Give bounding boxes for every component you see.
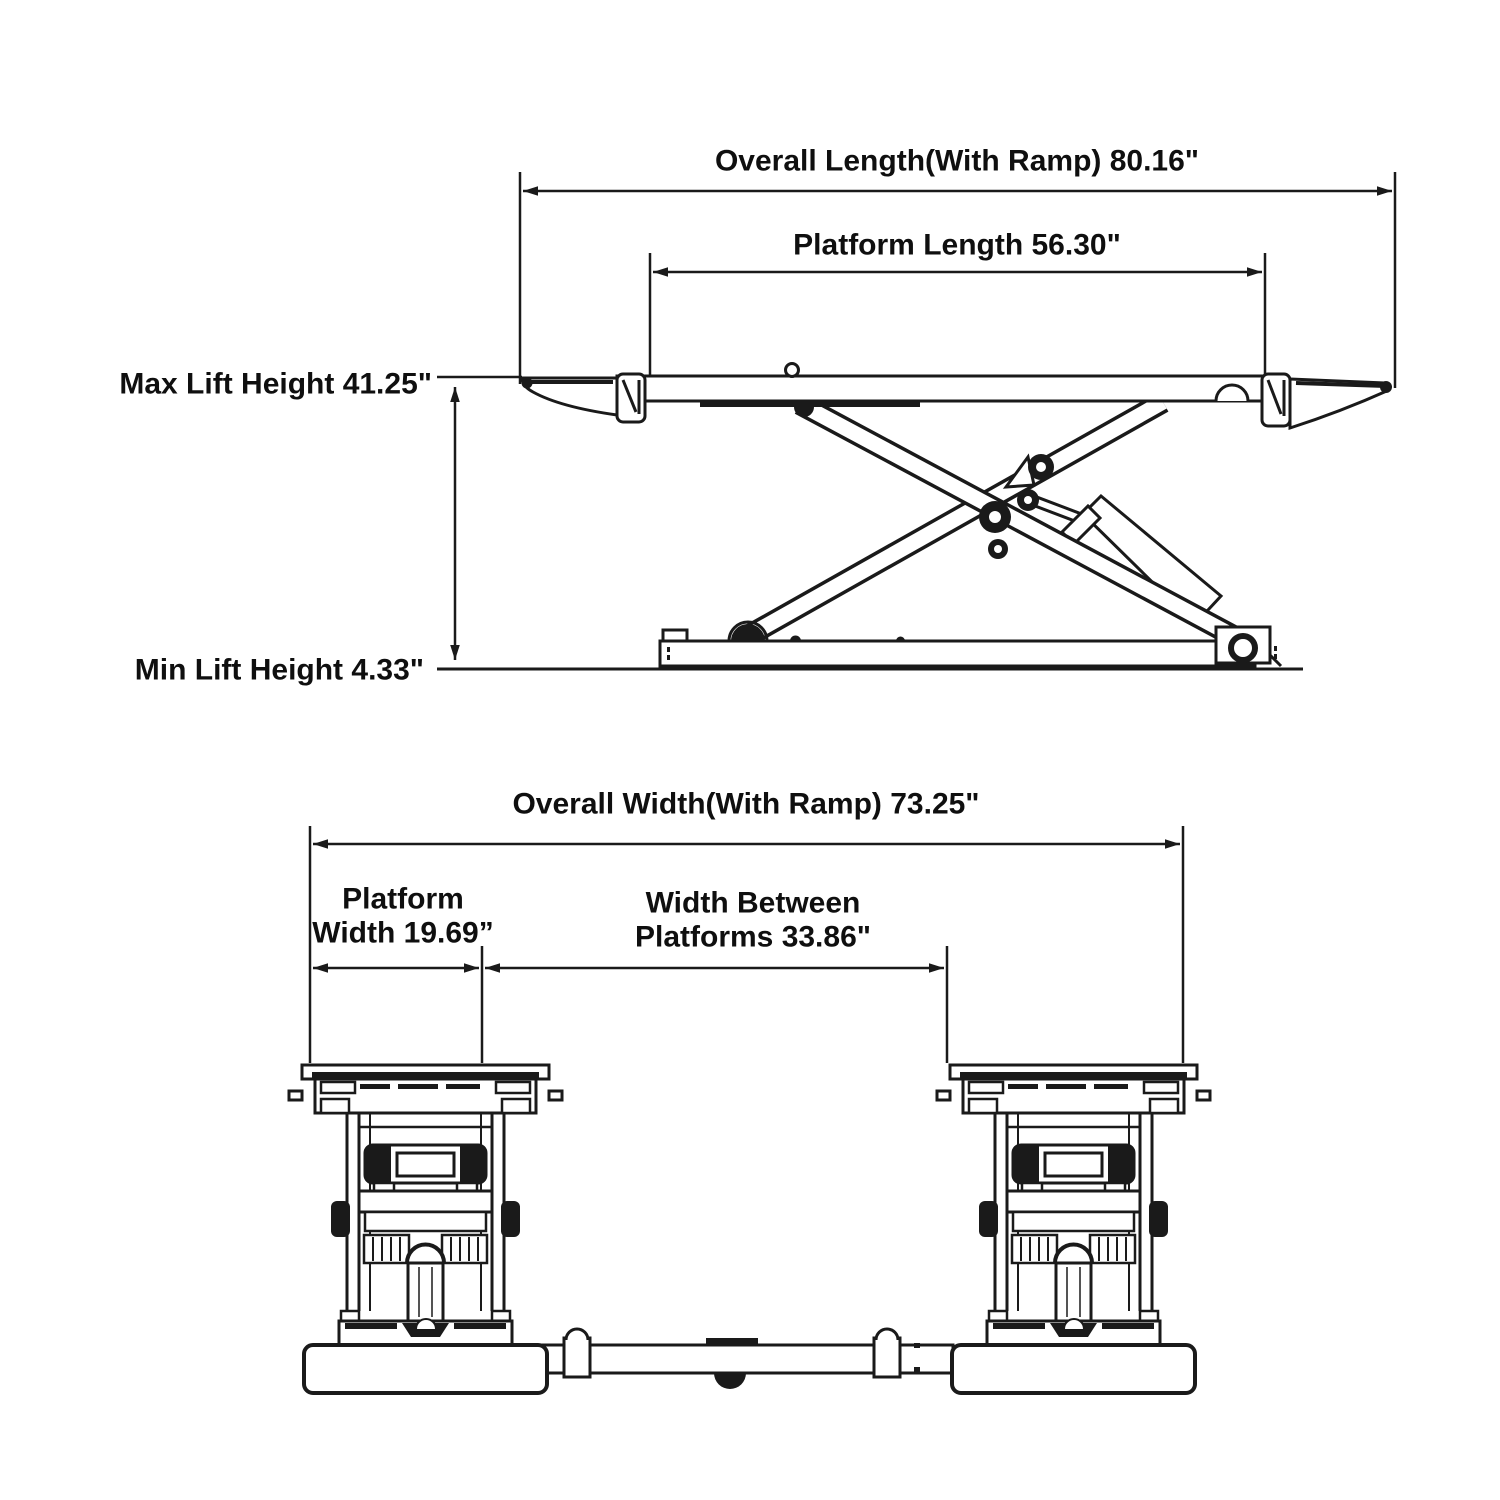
platform-width-label-line1: Platform: [342, 883, 464, 916]
left-ramp: [520, 372, 647, 424]
dim-overall-length: [518, 172, 1397, 388]
base-frame: [658, 620, 1283, 668]
dim-platform-length: [648, 253, 1267, 379]
platform: [615, 362, 1287, 417]
overall-width-label: Overall Width(With Ramp) 73.25": [512, 788, 979, 821]
cross-tube: [541, 1327, 955, 1389]
pivot-pins: [979, 453, 1054, 559]
lock-tab-icon: [784, 362, 800, 378]
dim-lift-height: [437, 375, 1303, 671]
side-view: Overall Length(With Ramp) 80.16" Platfor…: [119, 145, 1397, 687]
width-between-label-line2: Platforms 33.86": [635, 921, 871, 954]
platform-length-label: Platform Length 56.30": [793, 229, 1121, 262]
tube-post-left: [562, 1327, 592, 1379]
max-lift-height-label: Max Lift Height 41.25": [119, 368, 432, 401]
front-view: Overall Width(With Ramp) 73.25" Platform…: [287, 788, 1212, 1395]
front-view-lift-drawing: [287, 1063, 1212, 1395]
side-view-lift-drawing: [520, 362, 1392, 668]
overall-length-label: Overall Length(With Ramp) 80.16": [715, 145, 1199, 178]
dim-platform-width: [313, 946, 949, 1063]
right-tower: [935, 1063, 1212, 1395]
scissor-arms: [742, 392, 1243, 648]
width-between-label-line1: Width Between: [646, 887, 861, 920]
platform-width-label-line2: Width 19.69”: [312, 917, 493, 950]
right-ramp: [1260, 372, 1392, 431]
tube-post-right: [872, 1327, 902, 1379]
left-tower: [287, 1063, 564, 1395]
min-lift-height-label: Min Lift Height 4.33": [135, 654, 424, 687]
dim-overall-width: [308, 826, 1185, 1063]
